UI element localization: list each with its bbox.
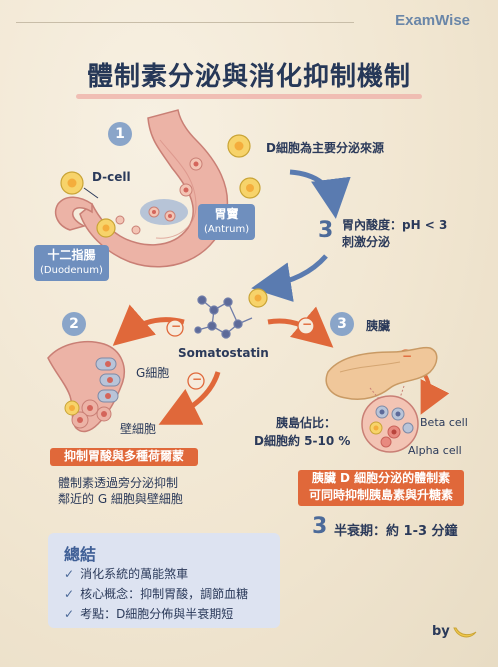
stomach-body: [79, 109, 229, 268]
antrum-tag: 胃竇 (Antrum): [198, 204, 256, 240]
arrow-to-somatostatin: [251, 254, 328, 302]
duodenum-shape: [54, 196, 93, 231]
summary-item: ✓ 消化系統的萬能煞車: [64, 565, 188, 582]
page-title: 體制素分泌與消化抑制機制: [86, 62, 411, 92]
duodenum-en: (Duodenum): [40, 265, 103, 276]
minus-islet: −: [402, 349, 413, 363]
check-icon: ✓: [64, 587, 75, 601]
pancreas-label: 胰臟: [366, 319, 391, 333]
islet-ratio-line1: 胰島佔比：: [276, 416, 337, 430]
header-rule: [16, 22, 354, 23]
acidity-line1: 胃內酸度：pH < 3: [342, 218, 448, 232]
somatostatin-label: Somatostatin: [178, 346, 269, 360]
summary-box: 總結 ✓ 消化系統的萬能煞車 ✓ 核心概念：抑制胃酸，調節血糖 ✓ 考點：D細胞分佈與…: [48, 533, 280, 628]
stomach-illustration: [54, 109, 229, 268]
footer-by: by: [432, 624, 450, 639]
minus-g-cell: −: [171, 319, 182, 333]
check-icon: ✓: [64, 607, 75, 621]
minus-pancreas: −: [302, 317, 313, 331]
somatostatin-molecule: [194, 295, 253, 339]
d-cell-label: D-cell: [92, 170, 131, 184]
islet-ratio-line2: D細胞約 5-10 %: [254, 434, 351, 448]
minus-parietal: −: [192, 372, 203, 386]
parietal-cell-label: 壁細胞: [120, 422, 157, 436]
beta-cell-label: Beta cell: [420, 416, 468, 429]
summary-item: ✓ 核心概念：抑制胃酸，調節血糖: [64, 585, 248, 602]
pancreas-inhibit-line2: 可同時抑制胰島素與升糖素: [308, 488, 453, 502]
halflife-number: 3: [312, 514, 328, 539]
step2-desc-line2: 鄰近的 G 細胞與壁細胞: [58, 492, 183, 506]
halflife-text: 半衰期：約 1-3 分鐘: [334, 524, 458, 539]
gastric-gland-illustration: [47, 340, 125, 433]
arrow-inhibit-parietal: [158, 371, 221, 425]
summary-item-text: 消化系統的萬能煞車: [80, 567, 189, 581]
acidity-number: 3: [318, 218, 334, 243]
step2-desc-line1: 體制素透過旁分泌抑制: [58, 476, 179, 490]
title-highlight: [76, 94, 422, 99]
banana-icon: [453, 627, 477, 638]
duodenum-tag: 十二指腸 (Duodenum): [34, 245, 109, 281]
summary-item-text: 考點：D細胞分佈與半衰期短: [80, 607, 234, 621]
antrum-zh: 胃竇: [214, 207, 239, 221]
d-cell-source-label: D細胞為主要分泌來源: [266, 141, 384, 155]
summary-item-text: 核心概念：抑制胃酸，調節血糖: [80, 587, 249, 601]
antrum-en: (Antrum): [204, 224, 250, 235]
alpha-cell-label: Alpha cell: [408, 444, 462, 457]
antrum-region: [140, 199, 188, 225]
inhibit-gastric-box: 抑制胃酸與多種荷爾蒙: [50, 448, 198, 466]
pancreas-inhibit-box: 胰臟 D 細胞分泌的體制素 可同時抑制胰島素與升糖素: [298, 470, 464, 506]
acidity-line2: 刺激分泌: [342, 235, 391, 249]
g-cell-label: G細胞: [136, 366, 170, 380]
summary-item: ✓ 考點：D細胞分佈與半衰期短: [64, 605, 233, 622]
check-icon: ✓: [64, 567, 75, 581]
d-cell-icons: [60, 134, 261, 238]
step2-number: 2: [62, 312, 86, 336]
arrow-to-acidity: [289, 169, 351, 219]
summary-title: 總結: [64, 545, 97, 564]
step3-number: 3: [330, 312, 354, 336]
pancreas-inhibit-line1: 胰臟 D 細胞分泌的體制素: [311, 471, 451, 485]
brand-logo: ExamWise: [395, 12, 470, 29]
step1-number: 1: [108, 122, 132, 146]
duodenum-zh: 十二指腸: [47, 248, 96, 262]
pancreas-illustration: [325, 346, 438, 453]
